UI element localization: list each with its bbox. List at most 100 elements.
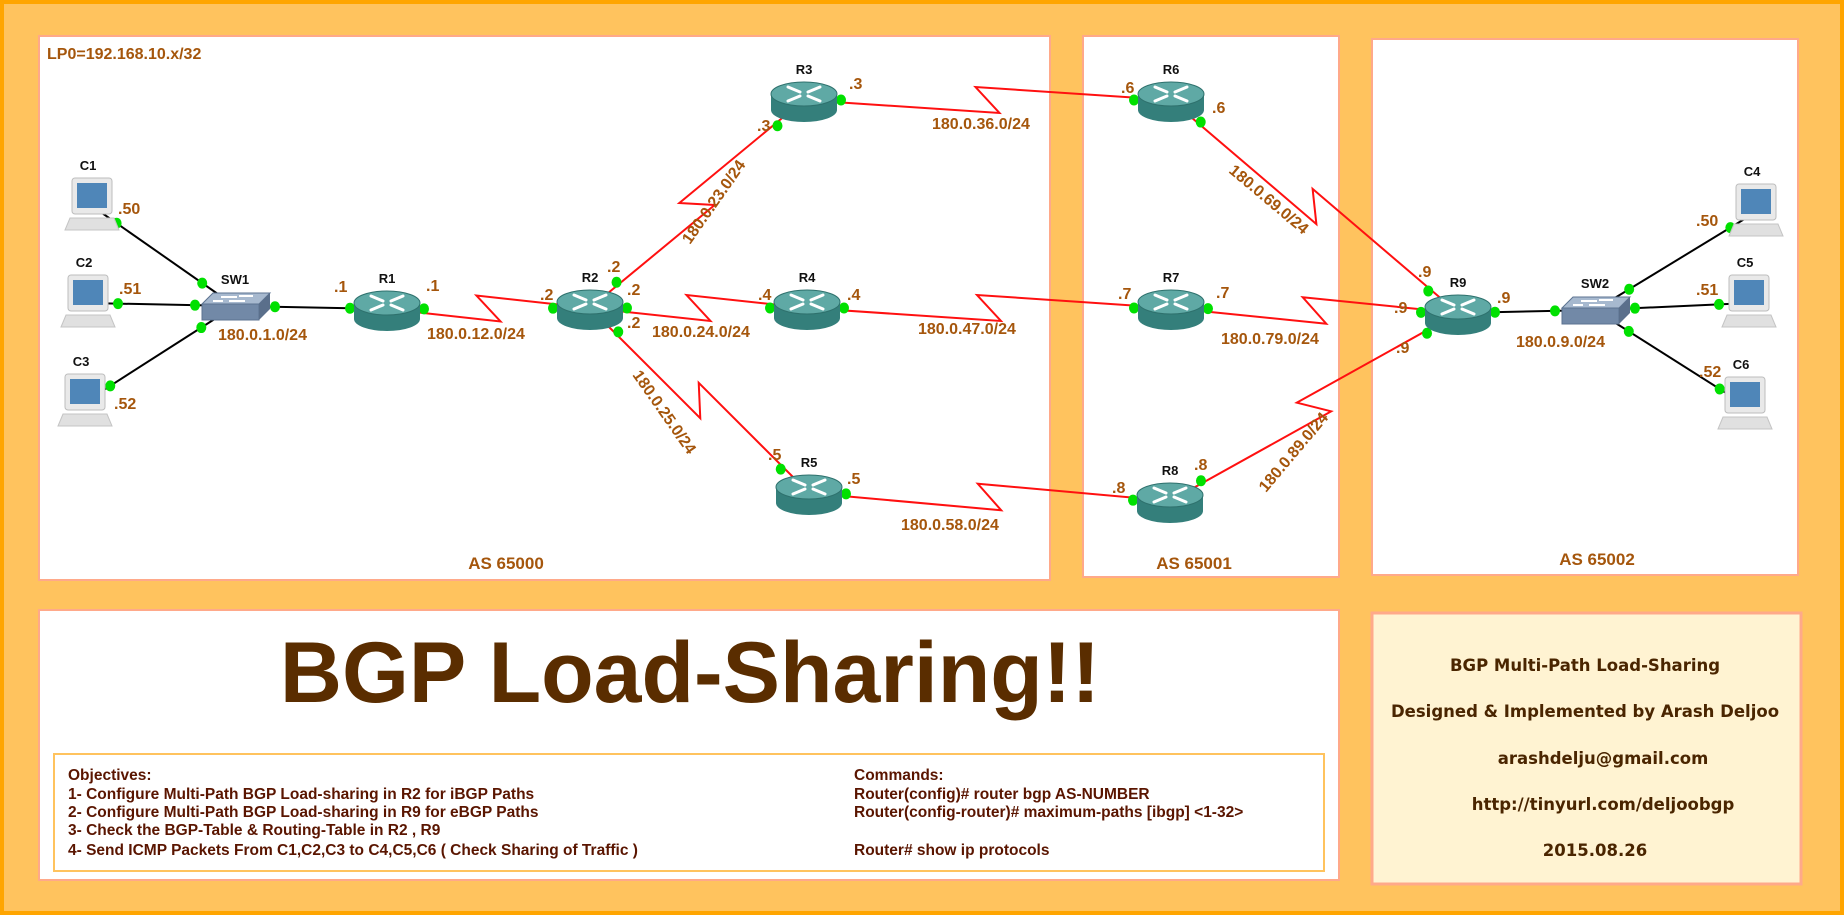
node-label: SW1 bbox=[221, 272, 249, 287]
node-sw2[interactable]: SW2 bbox=[1560, 276, 1632, 325]
ip-r6-left: .6 bbox=[1121, 80, 1134, 97]
node-label: C3 bbox=[73, 354, 90, 369]
node-r9[interactable]: R9 bbox=[1424, 275, 1492, 335]
port-indicator bbox=[1623, 325, 1634, 337]
ip-r2-bottom: .2 bbox=[627, 315, 640, 332]
info-panel bbox=[1370, 611, 1803, 886]
node-label: R2 bbox=[582, 270, 599, 285]
computer-icon bbox=[1728, 183, 1784, 237]
as65000-label: AS 65000 bbox=[468, 554, 544, 573]
node-c1[interactable]: C1 bbox=[64, 158, 120, 231]
port-indicator bbox=[840, 488, 851, 500]
link-r1-r2[interactable] bbox=[386, 294, 591, 323]
node-r7[interactable]: R7 bbox=[1137, 270, 1205, 330]
info-author: Designed & Implemented by Arash Deljoo bbox=[1391, 702, 1779, 721]
node-sw1[interactable]: SW1 bbox=[200, 272, 272, 321]
ip-r4-right: .4 bbox=[847, 287, 860, 304]
ip-r3-right: .3 bbox=[849, 76, 862, 93]
port-indicator bbox=[1489, 306, 1500, 318]
link-r2-r4[interactable] bbox=[589, 293, 808, 323]
objective-item: 1- Configure Multi-Path BGP Load-sharing… bbox=[68, 786, 534, 803]
port-indicator bbox=[196, 322, 207, 334]
node-c3[interactable]: C3 bbox=[57, 354, 113, 427]
serial-link-line bbox=[808, 482, 1171, 512]
link-r4-r7[interactable] bbox=[806, 293, 1172, 323]
node-label: C2 bbox=[76, 255, 93, 270]
ip-r9-bottom: .9 bbox=[1396, 340, 1409, 357]
port-indicator bbox=[197, 277, 208, 289]
node-r3[interactable]: R3 bbox=[770, 62, 838, 122]
link-r8-r9[interactable] bbox=[1169, 312, 1459, 502]
node-r5[interactable]: R5 bbox=[775, 455, 843, 515]
port-indicator bbox=[418, 303, 429, 315]
port-indicator bbox=[269, 301, 280, 313]
ip-r4-left: .4 bbox=[758, 287, 771, 304]
ip-c4: .50 bbox=[1696, 213, 1718, 230]
port-indicator bbox=[1422, 327, 1433, 339]
serial-link-line bbox=[386, 294, 591, 323]
serial-link-line bbox=[1170, 296, 1459, 325]
as65001-label: AS 65001 bbox=[1156, 554, 1232, 573]
port-indicator bbox=[1129, 94, 1139, 106]
subnet-180-0-47: 180.0.47.0/24 bbox=[918, 321, 1016, 338]
node-r4[interactable]: R4 bbox=[773, 270, 841, 330]
link-r5-r8[interactable] bbox=[808, 482, 1171, 512]
switch-icon bbox=[200, 292, 272, 321]
ip-c3: .52 bbox=[114, 396, 136, 413]
port-indicator bbox=[1714, 298, 1725, 310]
router-icon bbox=[770, 81, 838, 122]
node-label: C6 bbox=[1733, 357, 1750, 372]
link-r7-r9[interactable] bbox=[1170, 296, 1459, 325]
commands: Commands: Router(config)# router bgp AS-… bbox=[854, 767, 1243, 859]
port-indicator bbox=[1202, 303, 1213, 315]
router-icon bbox=[353, 290, 421, 331]
router-icon bbox=[1424, 294, 1492, 335]
port-indicator bbox=[1629, 302, 1640, 314]
subnet-180-0-9: 180.0.9.0/24 bbox=[1516, 334, 1605, 351]
node-label: R6 bbox=[1163, 62, 1180, 77]
ip-r5-left: .5 bbox=[768, 447, 781, 464]
node-c5[interactable]: C5 bbox=[1721, 255, 1777, 328]
serial-link-line bbox=[806, 293, 1172, 323]
router-icon bbox=[1137, 81, 1205, 122]
interface-labels: .50 .51 .52 .1 .1 .2 .2 .2 .2 .3 .3 .4 .… bbox=[114, 76, 1721, 497]
ip-r1-left: .1 bbox=[334, 279, 347, 296]
command-item: Router(config)# router bgp AS-NUMBER bbox=[854, 786, 1150, 803]
node-c4[interactable]: C4 bbox=[1728, 164, 1784, 237]
ip-r9-top: .9 bbox=[1418, 264, 1431, 281]
subnet-180-0-1: 180.0.1.0/24 bbox=[218, 327, 307, 344]
router-icon bbox=[1137, 289, 1205, 330]
objectives-box bbox=[53, 753, 1325, 872]
info-url: http://tinyurl.com/deljoobgp bbox=[1472, 795, 1735, 814]
ip-r6-right: .6 bbox=[1212, 100, 1225, 117]
port-indicator bbox=[775, 463, 786, 475]
info-subtitle: BGP Multi-Path Load-Sharing bbox=[1450, 656, 1720, 675]
node-r8[interactable]: R8 bbox=[1136, 463, 1204, 523]
subnet-180-0-79: 180.0.79.0/24 bbox=[1221, 331, 1319, 348]
port-indicator bbox=[772, 120, 783, 132]
link-r2-r5[interactable] bbox=[589, 307, 810, 494]
serial-link-line bbox=[1170, 99, 1459, 314]
subnet-180-0-36: 180.0.36.0/24 bbox=[932, 116, 1030, 133]
ip-r1-right: .1 bbox=[426, 278, 439, 295]
port-indicator bbox=[345, 302, 356, 314]
computer-icon bbox=[1721, 274, 1777, 328]
link-r6-r9[interactable] bbox=[1170, 99, 1459, 314]
node-c6[interactable]: C6 bbox=[1717, 357, 1773, 430]
node-r1[interactable]: R1 bbox=[353, 271, 421, 331]
page-title: BGP Load-Sharing!! bbox=[280, 625, 1100, 721]
node-c2[interactable]: C2 bbox=[60, 255, 116, 328]
node-r2[interactable]: R2 bbox=[556, 270, 624, 330]
ip-c2: .51 bbox=[119, 281, 141, 298]
ip-c6: .52 bbox=[1699, 364, 1721, 381]
node-label: R4 bbox=[799, 270, 816, 285]
node-label: R5 bbox=[801, 455, 818, 470]
port-indicator bbox=[611, 276, 622, 288]
node-r6[interactable]: R6 bbox=[1137, 62, 1205, 122]
serial-link-line bbox=[589, 307, 810, 494]
computer-icon bbox=[64, 177, 120, 231]
serial-link-line bbox=[589, 293, 808, 323]
link-r2-r3[interactable] bbox=[589, 99, 805, 309]
ip-r2-left: .2 bbox=[540, 287, 553, 304]
link-r3-r6[interactable] bbox=[803, 85, 1172, 115]
